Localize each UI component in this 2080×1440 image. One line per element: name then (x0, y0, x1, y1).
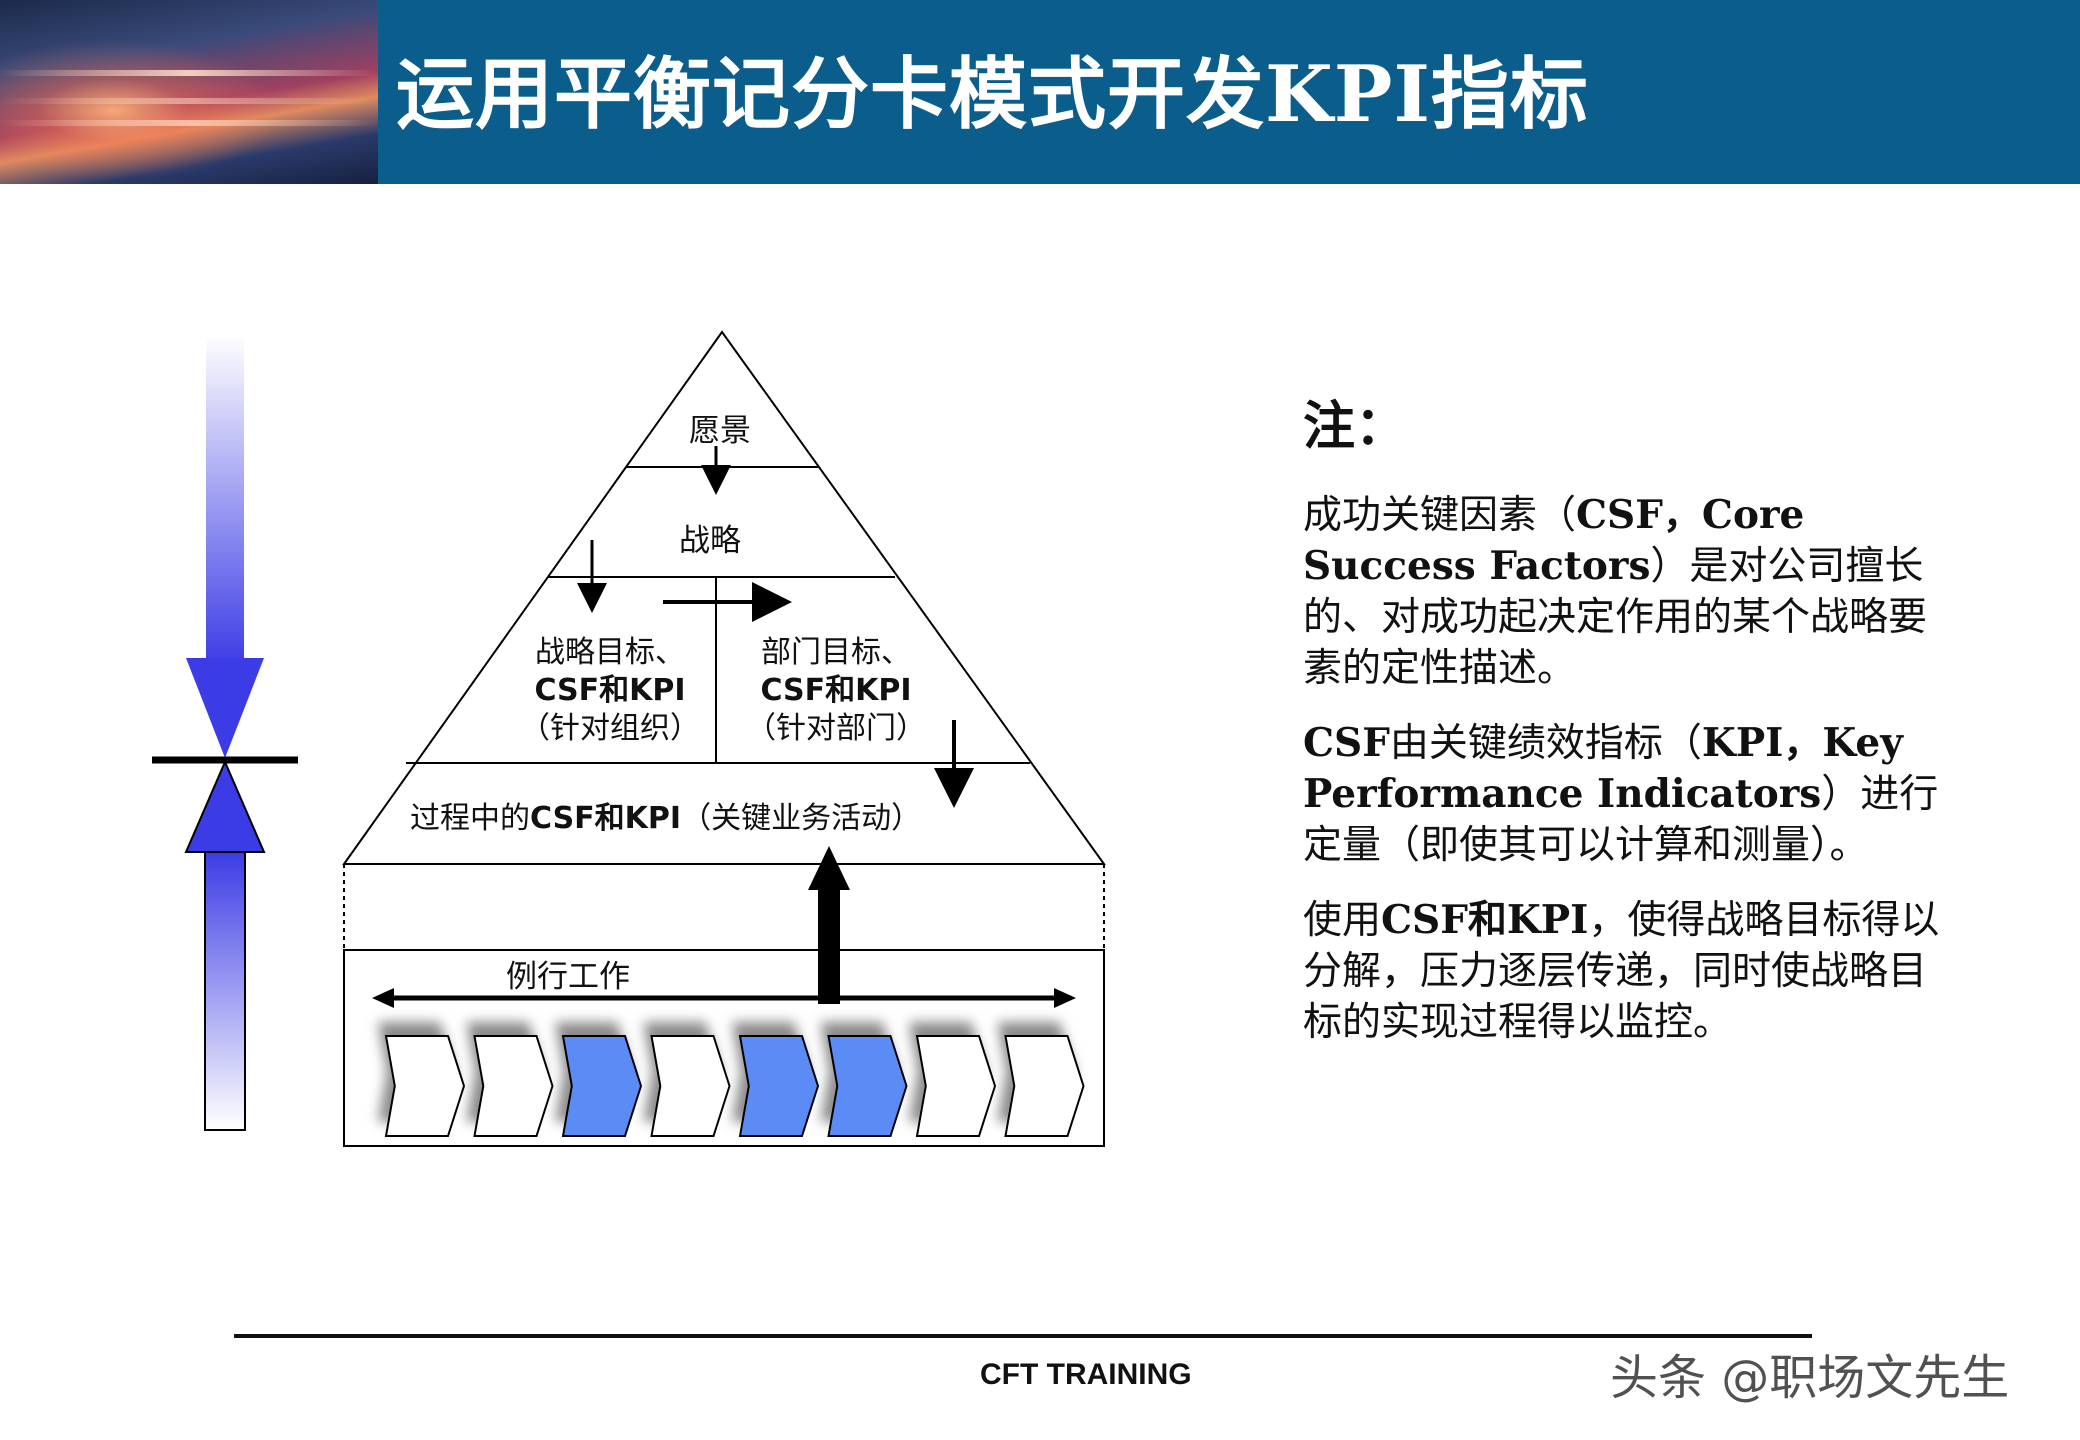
footer-divider (234, 1334, 1812, 1338)
routine-label: 例行工作 (498, 951, 638, 996)
org-goals-line1: 战略目标、 (500, 634, 720, 672)
dept-goals-line2: CSF和KPI (726, 672, 946, 710)
org-goals-line3: （针对组织） (500, 710, 720, 748)
process-step (475, 1036, 553, 1136)
notes-panel: 注： 成功关键因素（CSF，Core Success Factors）是对公司擅… (1303, 392, 1963, 1072)
process-step (652, 1036, 730, 1136)
process-step (1006, 1036, 1084, 1136)
dept-goals-line3: （针对部门） (726, 710, 946, 748)
process-kpi-label: 过程中的CSF和KPI（关键业务活动） (410, 793, 950, 837)
note-usage: 使用CSF和KPI，使得战略目标得以分解，压力逐层传递，同时使战略目标的实现过程… (1303, 895, 1963, 1048)
dept-goals-line1: 部门目标、 (726, 634, 946, 672)
org-goals-cell: 战略目标、 CSF和KPI （针对组织） (500, 634, 720, 748)
process-step-highlighted (740, 1036, 818, 1136)
dept-goals-cell: 部门目标、 CSF和KPI （针对部门） (726, 634, 946, 748)
routine-box (344, 950, 1104, 1146)
process-step (386, 1036, 464, 1136)
org-goals-line2: CSF和KPI (500, 672, 720, 710)
strategy-label: 战略 (650, 515, 770, 560)
footer-label: CFT TRAINING (980, 1358, 1192, 1392)
process-step-highlighted (829, 1036, 907, 1136)
downward-arrow (186, 335, 264, 758)
process-step-highlighted (563, 1036, 641, 1136)
process-step (917, 1036, 995, 1136)
upward-arrow (186, 762, 264, 1130)
notes-heading: 注： (1303, 392, 1963, 462)
vision-label: 愿景 (660, 405, 780, 450)
note-csf-definition: 成功关键因素（CSF，Core Success Factors）是对公司擅长的、… (1303, 490, 1963, 694)
note-kpi-definition: CSF由关键绩效指标（KPI，Key Performance Indicator… (1303, 718, 1963, 871)
watermark: 头条 @职场文先生 (1610, 1338, 2009, 1408)
